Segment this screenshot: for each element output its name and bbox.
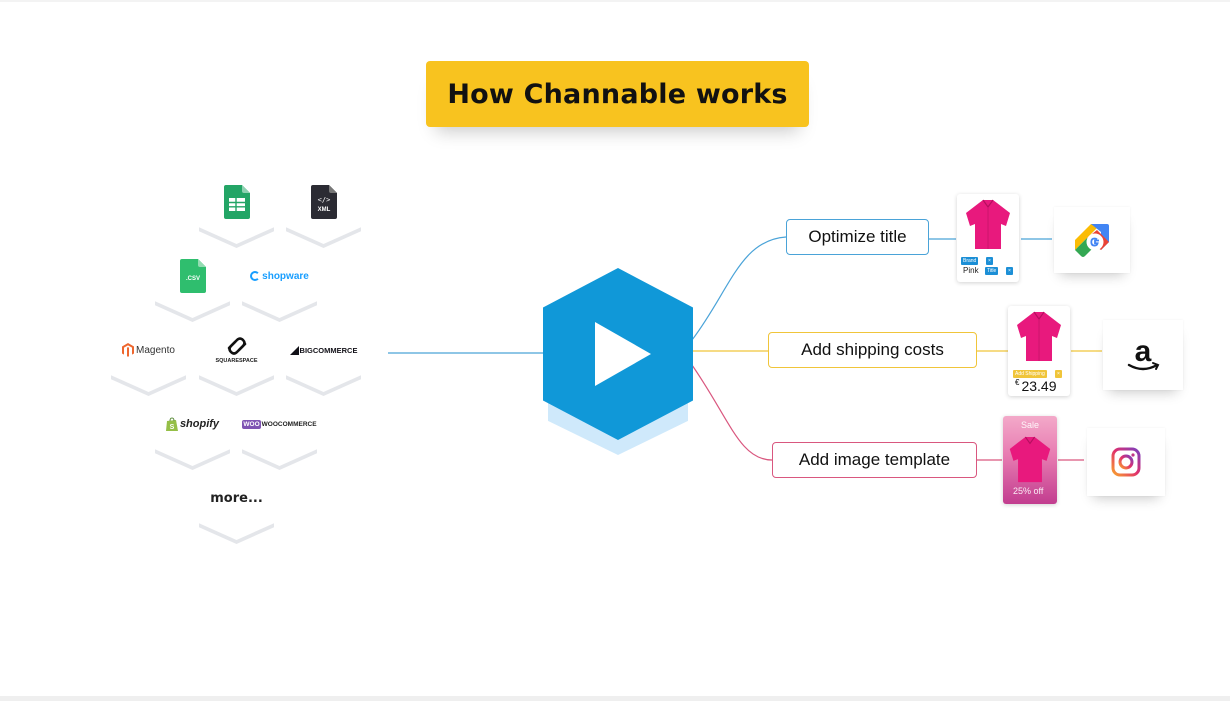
source-google-sheets[interactable] [199,160,274,244]
source-magento[interactable]: Magento [111,308,186,392]
page-title: How Channable works [447,78,788,110]
source-woocommerce[interactable]: WOO WOOCOMMERCE [242,382,317,466]
xml-file-icon: </> XML [310,185,337,219]
instagram-icon [1111,447,1141,477]
xml-label: XML [317,207,330,213]
pink-shirt-image [1009,436,1051,483]
image-branch [691,364,773,461]
channable-play-button[interactable] [543,268,693,440]
shopware-icon [250,271,261,281]
woocommerce-logo-text: WOOCOMMERCE [261,420,317,428]
more-sources-link: more... [210,490,263,506]
source-more[interactable]: more... [199,456,274,540]
title-tag: Title [985,267,999,275]
bigcommerce-icon [289,345,299,355]
magento-icon [122,343,135,357]
step-optimize-title: Optimize title [786,219,929,255]
pink-text: Pink [963,266,979,275]
bottom-divider [0,696,1230,701]
google-sheets-icon [223,185,250,219]
step-add-shipping-costs: Add shipping costs [768,332,977,368]
price-currency: € [1015,378,1020,387]
source-xml[interactable]: </> XML [286,160,361,244]
pink-shirt-image [1017,311,1061,361]
page-title-banner: How Channable works [426,61,809,127]
squarespace-icon [227,337,246,355]
source-bigcommerce[interactable]: BIGCOMMERCE [286,308,361,392]
magento-logo-text: Magento [136,344,175,356]
step-optimize-title-label: Optimize title [808,227,907,246]
pink-shirt-image [966,199,1010,249]
source-squarespace[interactable]: SQUARESPACE [199,308,274,392]
step-add-image-template: Add image template [772,442,977,478]
product-card-image-template: Sale 25% off [1003,416,1057,504]
shopify-logo-text: shopify [179,418,220,430]
source-csv[interactable]: .CSV [155,234,230,318]
google-shopping-icon [1075,224,1109,257]
product-card-shipping: Add Shipping × €23.49 [1008,306,1070,396]
svg-text:</>: </> [317,196,330,204]
sale-text: Sale [1021,420,1040,430]
csv-file-icon: .CSV [179,259,206,293]
woocommerce-icon: WOO [242,419,261,429]
svg-text:a: a [1135,335,1152,368]
brand-tag-close: × [986,257,993,265]
channel-instagram[interactable] [1087,428,1165,496]
price-label: €23.49 [1015,378,1057,394]
brand-tag: Brand [961,257,979,265]
amazon-icon: a [1127,335,1160,371]
title-tag-close: × [1006,267,1013,275]
step-add-shipping-costs-label: Add shipping costs [801,340,944,359]
shipping-tag-close: × [1055,370,1062,378]
price-value: 23.49 [1021,378,1057,394]
channel-amazon[interactable]: a [1103,320,1183,390]
top-border [0,0,1230,2]
shipping-tag: Add Shipping [1013,370,1047,378]
shopify-bag-icon: S [165,417,178,431]
step-add-image-template-label: Add image template [798,450,951,469]
source-shopware[interactable]: shopware [242,234,317,318]
csv-label: .CSV [185,276,199,282]
squarespace-logo-text: SQUARESPACE [215,358,258,364]
product-card-title: Brand × Pink Title × [957,194,1019,282]
channel-google-shopping[interactable] [1054,207,1130,273]
optimize-branch [691,236,787,341]
bigcommerce-logo-text: BIGCOMMERCE [299,345,358,355]
svg-text:S: S [170,424,175,431]
shopware-logo-text: shopware [262,270,309,282]
play-icon [595,322,651,386]
source-shopify[interactable]: S shopify [155,382,230,466]
discount-text: 25% off [1013,486,1044,496]
